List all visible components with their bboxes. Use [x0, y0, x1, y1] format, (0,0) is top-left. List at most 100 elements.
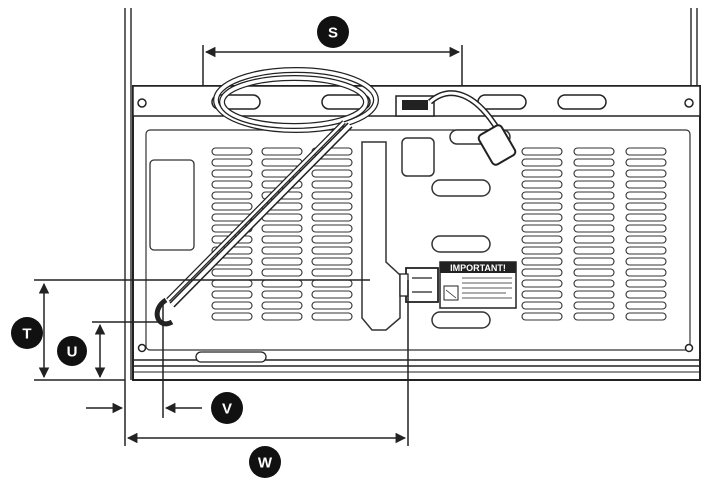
dimension-v: [86, 300, 202, 418]
vent-slot: [261, 279, 303, 288]
dimension-t: [34, 279, 370, 381]
dimension-u: [92, 321, 162, 379]
dimension-w: [124, 280, 409, 446]
vent-slot: [311, 202, 353, 211]
badge-t: T: [11, 317, 43, 349]
vent-slot: [625, 301, 667, 310]
vent-slot: [625, 169, 667, 178]
vent-slot: [573, 268, 615, 277]
plug-cord: [395, 90, 517, 166]
outlet-box: [399, 267, 439, 303]
vent-slot: [311, 268, 353, 277]
vent-slot: [311, 290, 353, 299]
vent-slot: [625, 279, 667, 288]
vent-slot: [521, 301, 563, 310]
svg-text:S: S: [328, 25, 338, 42]
vent-slot: [573, 290, 615, 299]
vent-slot: [311, 224, 353, 233]
vent-slot: [261, 257, 303, 266]
badge-s: S: [317, 16, 349, 48]
vent-slot: [211, 290, 253, 299]
vent-slot: [573, 312, 615, 321]
vent-slot: [261, 224, 303, 233]
vent-slot: [261, 213, 303, 222]
vent-slot: [625, 268, 667, 277]
vent-slot: [311, 279, 353, 288]
vent-slot: [211, 180, 253, 189]
badge-w: W: [249, 446, 281, 478]
vent-slot: [211, 312, 253, 321]
vent-slot: [521, 290, 563, 299]
svg-text:V: V: [222, 401, 232, 418]
vent-slot: [521, 268, 563, 277]
vent-slot: [573, 301, 615, 310]
vent-slot: [573, 180, 615, 189]
vent-slot: [521, 312, 563, 321]
vent-slot: [625, 191, 667, 200]
vent-slot: [573, 257, 615, 266]
badge-v: V: [211, 392, 243, 424]
vent-slot: [573, 202, 615, 211]
vent-slot: [311, 235, 353, 244]
vent-slot: [521, 224, 563, 233]
badge-u: U: [57, 336, 87, 366]
vent-slot: [573, 147, 615, 156]
power-cord: [154, 67, 379, 327]
vent-slot: [211, 301, 253, 310]
vent-slot: [211, 169, 253, 178]
vent-slot: [261, 246, 303, 255]
vent-slot: [521, 257, 563, 266]
vent-slot: [261, 268, 303, 277]
vent-slot: [521, 147, 563, 156]
vent-slot: [261, 147, 303, 156]
vent-slot: [625, 312, 667, 321]
screw-icon: [137, 98, 694, 353]
vent-slot: [311, 312, 353, 321]
vent-slot: [521, 279, 563, 288]
vent-slot: [625, 158, 667, 167]
plug-icon: [477, 124, 517, 166]
vent-slot: [573, 169, 615, 178]
top-slots: [211, 94, 607, 110]
vent-slot: [625, 246, 667, 255]
vent-slot: [521, 191, 563, 200]
vent-slot: [521, 180, 563, 189]
vent-slot: [211, 191, 253, 200]
vent-slot: [573, 246, 615, 255]
vent-slot: [211, 268, 253, 277]
warning-label-title: IMPORTANT!: [450, 263, 506, 273]
vent-slot: [625, 180, 667, 189]
svg-text:U: U: [67, 344, 78, 361]
vent-slot: [625, 202, 667, 211]
vent-slot: [211, 158, 253, 167]
vent-slot: [573, 279, 615, 288]
vent-slot: [573, 235, 615, 244]
vent-slot: [211, 202, 253, 211]
left-bracket: [149, 159, 195, 251]
vent-slot: [625, 224, 667, 233]
vent-slot: [521, 235, 563, 244]
vent-slot: [311, 191, 353, 200]
vent-slot: [521, 213, 563, 222]
vent-slot: [521, 202, 563, 211]
vent-slot: [261, 301, 303, 310]
vent-slot: [311, 246, 353, 255]
vent-slot: [573, 224, 615, 233]
warning-label: IMPORTANT!: [439, 261, 517, 309]
vent-slot: [625, 290, 667, 299]
vent-slot: [573, 158, 615, 167]
vent-slot: [573, 191, 615, 200]
vent-slot: [311, 301, 353, 310]
vent-slot: [311, 213, 353, 222]
vent-slot: [573, 213, 615, 222]
vent-slot: [521, 169, 563, 178]
vent-slot: [625, 235, 667, 244]
vent-slot: [211, 279, 253, 288]
bottom-slot: [195, 351, 267, 363]
svg-text:T: T: [22, 326, 31, 343]
vent-slot: [261, 158, 303, 167]
dimension-s: [202, 45, 463, 86]
vent-slot: [311, 180, 353, 189]
